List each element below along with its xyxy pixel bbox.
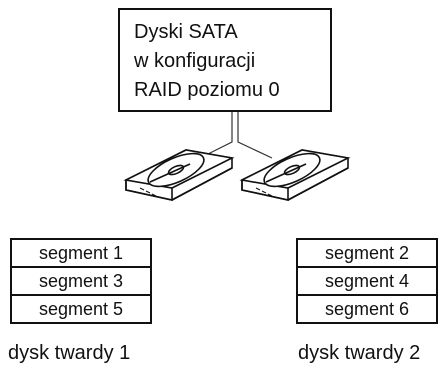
segment-cell: segment 4 — [296, 266, 438, 296]
segment-cell: segment 5 — [10, 294, 152, 324]
segment-table-disk-2: segment 2 segment 4 segment 6 — [296, 238, 438, 324]
connector-line-right — [237, 112, 273, 159]
table-row: segment 3 — [10, 266, 152, 296]
raid-box-line-1: Dyski SATA — [134, 21, 238, 43]
hard-drive-icon — [123, 149, 235, 201]
connector-lines — [199, 112, 273, 159]
disk-label-1: dysk twardy 1 — [8, 342, 131, 364]
segment-table-disk-1: segment 1 segment 3 segment 5 — [10, 238, 152, 324]
segment-cell: segment 1 — [10, 238, 152, 268]
table-row: segment 2 — [296, 238, 438, 268]
segment-cell: segment 6 — [296, 294, 438, 324]
raid-box-line-3: RAID poziomu 0 — [134, 79, 280, 101]
segment-cell: segment 2 — [296, 238, 438, 268]
connector-line-left — [199, 112, 233, 159]
disk-label-2: dysk twardy 2 — [298, 342, 421, 364]
table-row: segment 5 — [10, 294, 152, 324]
table-row: segment 1 — [10, 238, 152, 268]
raid-configuration-box: Dyski SATA w konfiguracji RAID poziomu 0 — [118, 8, 332, 112]
table-row: segment 4 — [296, 266, 438, 296]
hard-drive-icon — [239, 149, 351, 201]
segment-cell: segment 3 — [10, 266, 152, 296]
raid-box-line-2: w konfiguracji — [134, 50, 256, 72]
table-row: segment 6 — [296, 294, 438, 324]
